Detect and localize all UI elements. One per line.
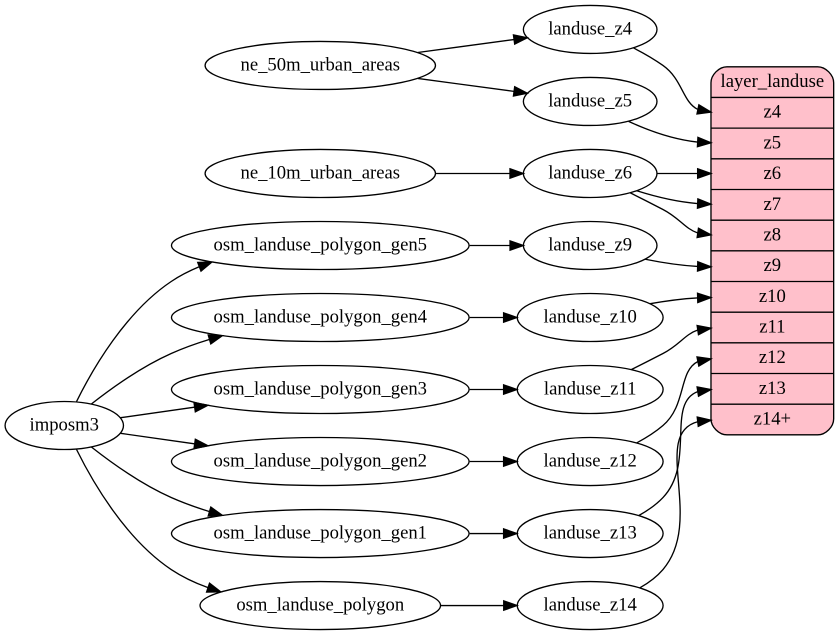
svg-text:osm_landuse_polygon_gen4: osm_landuse_polygon_gen4 (214, 306, 428, 327)
svg-text:imposm3: imposm3 (30, 414, 99, 435)
svg-text:z11: z11 (759, 316, 785, 337)
svg-text:landuse_z9: landuse_z9 (548, 234, 632, 255)
svg-text:landuse_z13: landuse_z13 (544, 522, 637, 543)
svg-text:z8: z8 (764, 224, 782, 245)
svg-text:z9: z9 (764, 255, 782, 276)
svg-text:osm_landuse_polygon_gen2: osm_landuse_polygon_gen2 (214, 450, 428, 471)
svg-text:z13: z13 (759, 378, 786, 399)
svg-text:z14+: z14+ (754, 408, 791, 429)
svg-text:ne_50m_urban_areas: ne_50m_urban_areas (241, 54, 401, 75)
svg-text:landuse_z12: landuse_z12 (544, 450, 637, 471)
svg-text:z7: z7 (764, 194, 782, 215)
svg-text:landuse_z14: landuse_z14 (544, 594, 638, 615)
svg-text:osm_landuse_polygon: osm_landuse_polygon (236, 594, 405, 615)
svg-text:z10: z10 (759, 286, 786, 307)
svg-text:landuse_z4: landuse_z4 (548, 18, 633, 39)
svg-text:osm_landuse_polygon_gen5: osm_landuse_polygon_gen5 (214, 234, 428, 255)
svg-text:z5: z5 (764, 132, 782, 153)
svg-text:landuse_z10: landuse_z10 (544, 306, 637, 327)
svg-text:z12: z12 (759, 347, 786, 368)
svg-text:ne_10m_urban_areas: ne_10m_urban_areas (241, 162, 401, 183)
svg-text:z4: z4 (764, 102, 782, 123)
svg-text:osm_landuse_polygon_gen1: osm_landuse_polygon_gen1 (214, 522, 428, 543)
svg-text:layer_landuse: layer_landuse (721, 71, 825, 92)
svg-text:landuse_z6: landuse_z6 (548, 162, 632, 183)
svg-text:landuse_z11: landuse_z11 (544, 378, 637, 399)
svg-text:z6: z6 (764, 163, 782, 184)
svg-text:landuse_z5: landuse_z5 (548, 90, 632, 111)
svg-text:osm_landuse_polygon_gen3: osm_landuse_polygon_gen3 (214, 378, 428, 399)
